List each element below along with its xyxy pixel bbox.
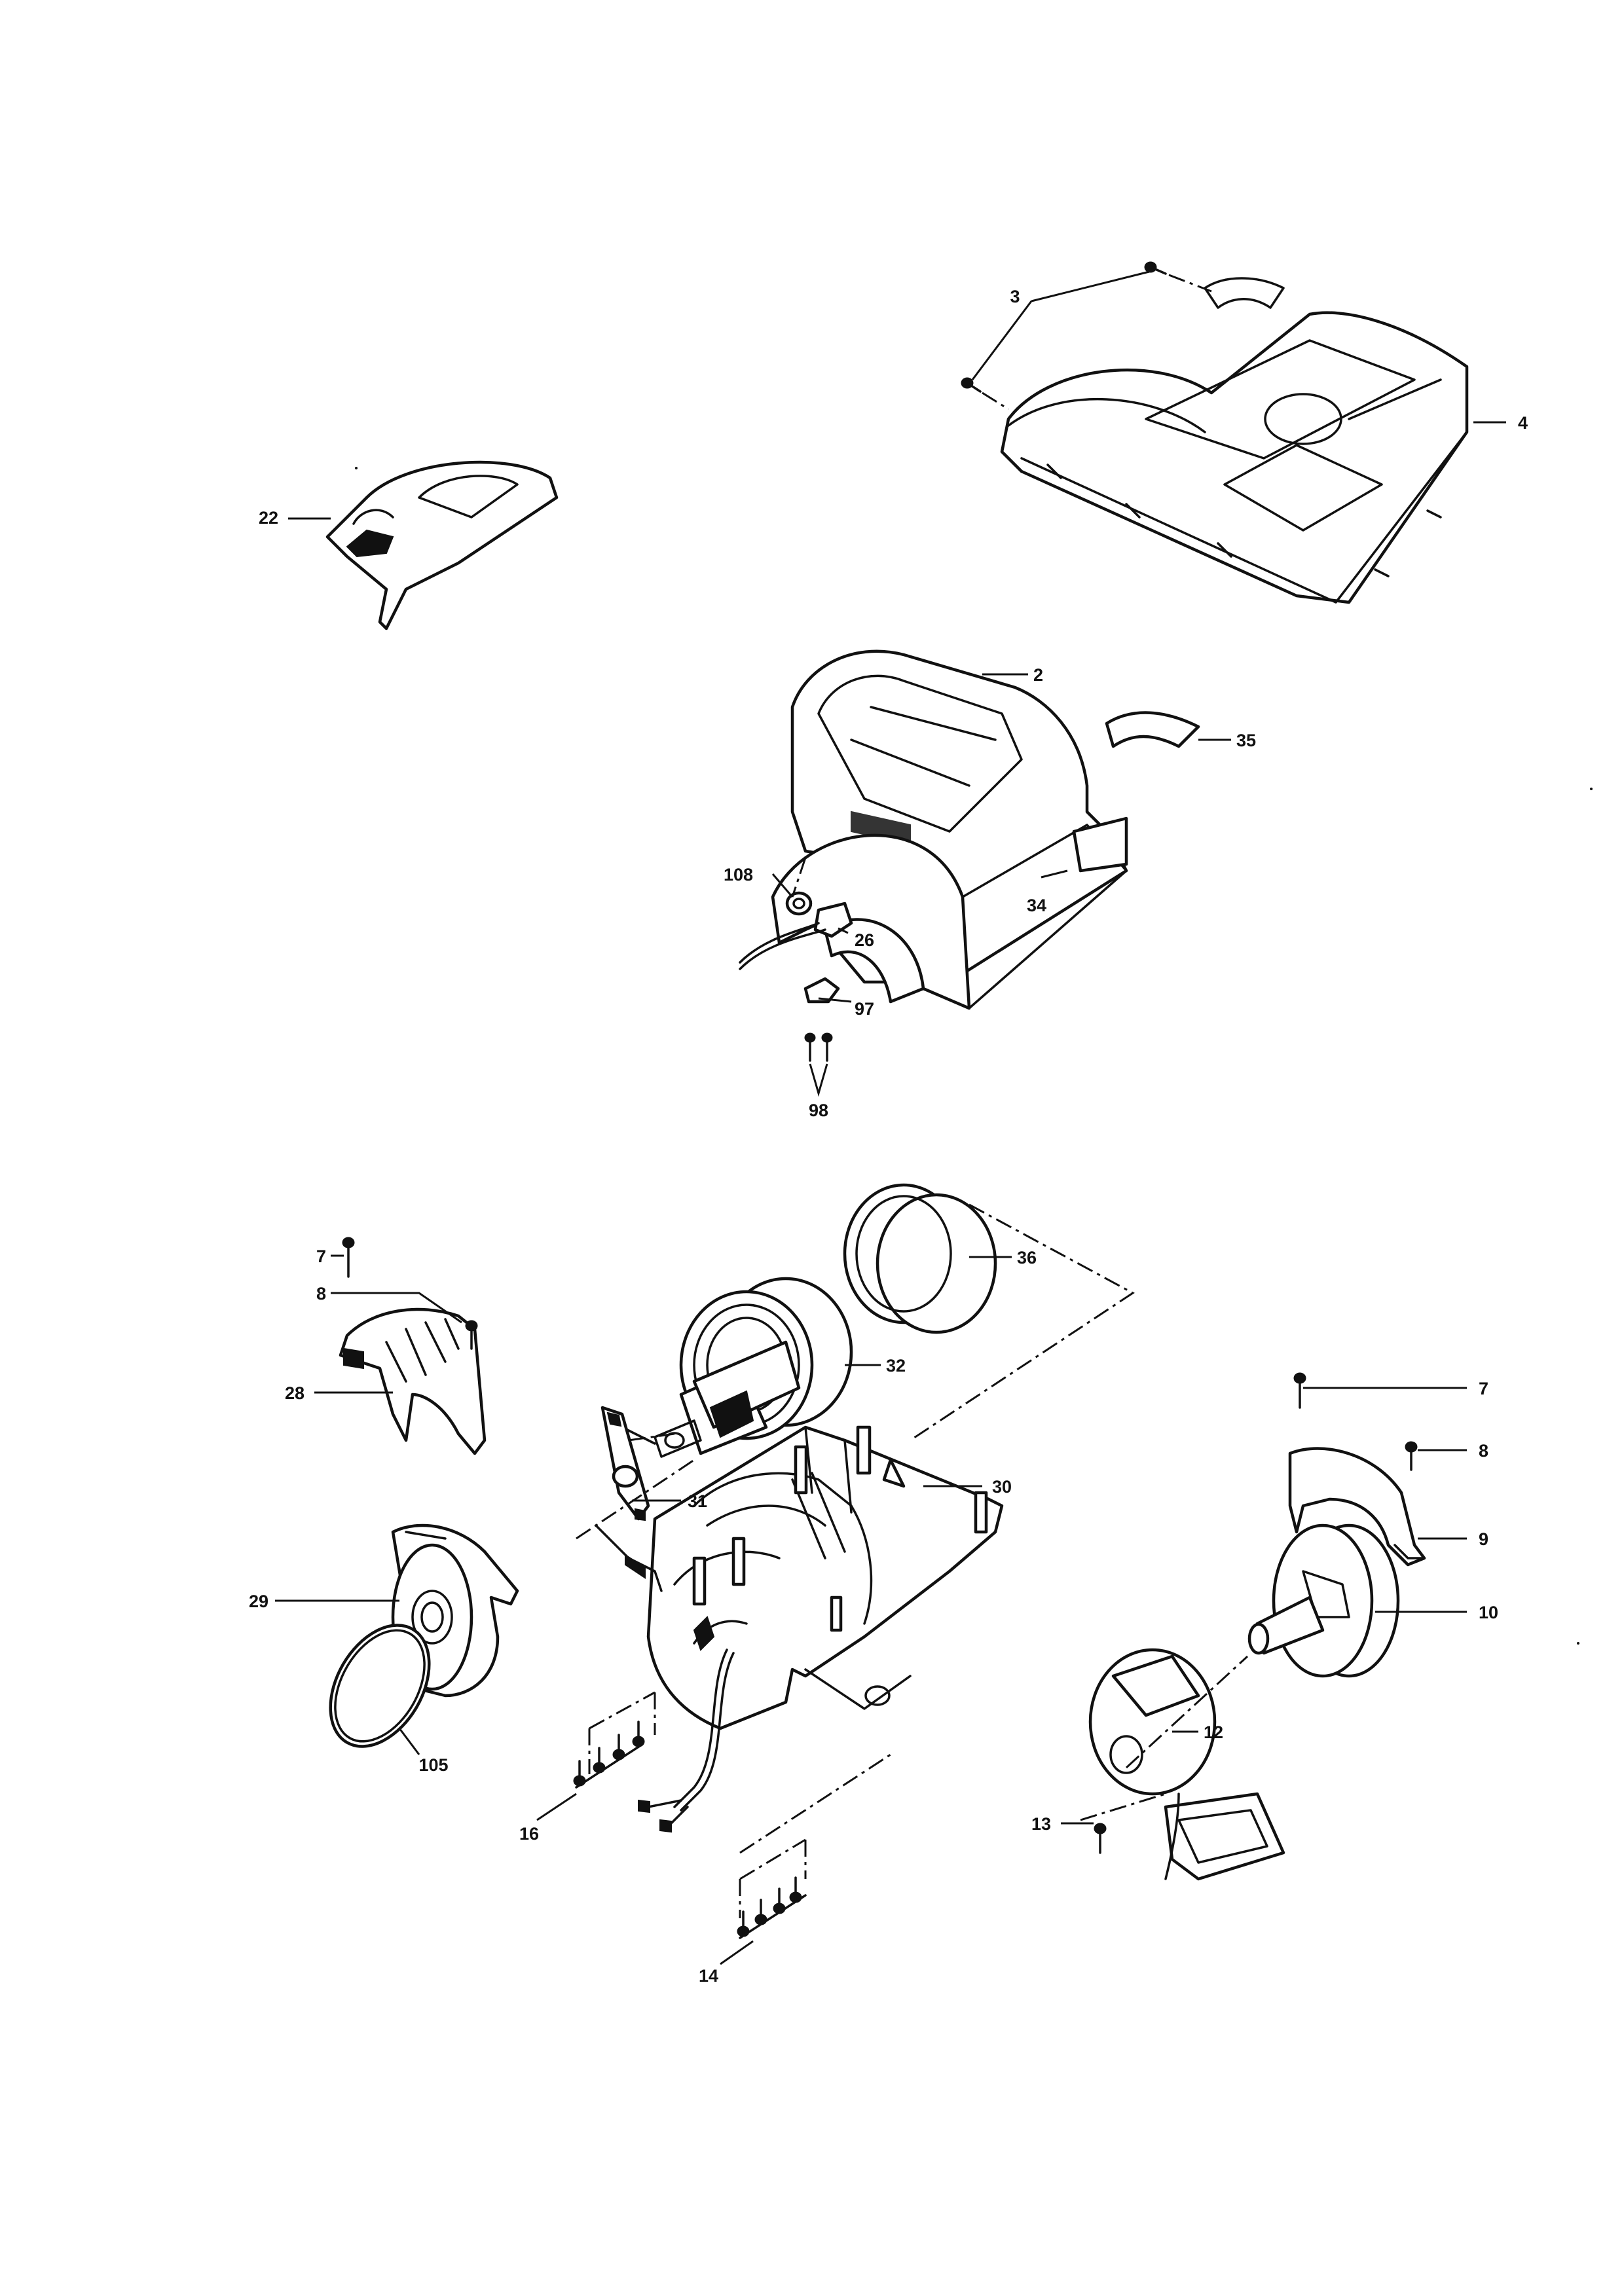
callout-2: 2 — [1033, 665, 1043, 685]
power-cord — [595, 1524, 735, 1833]
part-8-screw-left — [465, 1320, 478, 1350]
part-35-filter-pad — [1105, 711, 1200, 748]
part-36-ring-seal — [843, 1183, 997, 1334]
callout-8-left: 8 — [316, 1284, 326, 1303]
part-8-screw-right — [1405, 1441, 1418, 1471]
callout-31: 31 — [688, 1491, 707, 1511]
part-98-screws — [804, 1032, 833, 1062]
callout-8-right: 8 — [1479, 1441, 1488, 1461]
part-34-base-shell — [771, 816, 1128, 1010]
callout-3: 3 — [1010, 287, 1020, 306]
callout-35: 35 — [1236, 731, 1256, 750]
part-105-gasket — [329, 1624, 431, 1748]
part-30-lower-housing — [646, 1425, 1004, 1730]
part-7-screw-left — [342, 1237, 355, 1278]
callout-29: 29 — [249, 1592, 268, 1611]
part-9-side-cover — [1288, 1447, 1426, 1567]
part-13-screw — [1094, 1823, 1107, 1854]
callout-105: 105 — [418, 1755, 448, 1775]
callout-14: 14 — [699, 1966, 718, 1986]
part-32-motor — [654, 1277, 853, 1458]
part-3-screws — [961, 261, 1212, 410]
part-10-impeller-shaft — [1247, 1523, 1400, 1678]
callout-97: 97 — [855, 999, 874, 1019]
callout-22: 22 — [259, 508, 278, 528]
callout-7-left: 7 — [316, 1247, 326, 1266]
callout-12: 12 — [1204, 1722, 1223, 1742]
part-7-screw-right — [1293, 1372, 1306, 1409]
callout-26: 26 — [855, 930, 874, 950]
callout-108: 108 — [724, 865, 753, 884]
callout-10: 10 — [1479, 1603, 1498, 1622]
callout-98: 98 — [809, 1101, 828, 1120]
part-12-nozzle-housing — [1088, 1648, 1285, 1881]
callout-36: 36 — [1017, 1248, 1037, 1267]
part-31-bracket-assembly — [600, 1406, 656, 1522]
leader-lines — [275, 270, 1506, 1965]
callout-9: 9 — [1479, 1529, 1488, 1549]
callout-28: 28 — [285, 1383, 304, 1403]
part-14-screw-set — [737, 1753, 891, 1939]
callout-7-right: 7 — [1479, 1379, 1488, 1398]
callout-labels: 3 4 22 2 35 108 26 34 97 98 36 7 8 28 32… — [249, 287, 1528, 1986]
callout-32: 32 — [886, 1356, 906, 1376]
assembly-guide-lines — [576, 857, 1249, 1821]
callout-13: 13 — [1031, 1814, 1051, 1834]
part-4-top-cover — [1000, 277, 1469, 604]
part-97-clamp — [803, 977, 840, 1004]
callout-34: 34 — [1027, 896, 1046, 915]
callout-4: 4 — [1518, 413, 1528, 433]
part-28-side-cover — [339, 1307, 487, 1455]
part-26-switch — [739, 902, 853, 970]
part-108-grommet — [785, 891, 813, 916]
part-22-bracket — [325, 460, 559, 630]
callout-30: 30 — [992, 1477, 1012, 1497]
part-16-screw-set — [573, 1691, 656, 1789]
callout-16: 16 — [519, 1824, 539, 1844]
